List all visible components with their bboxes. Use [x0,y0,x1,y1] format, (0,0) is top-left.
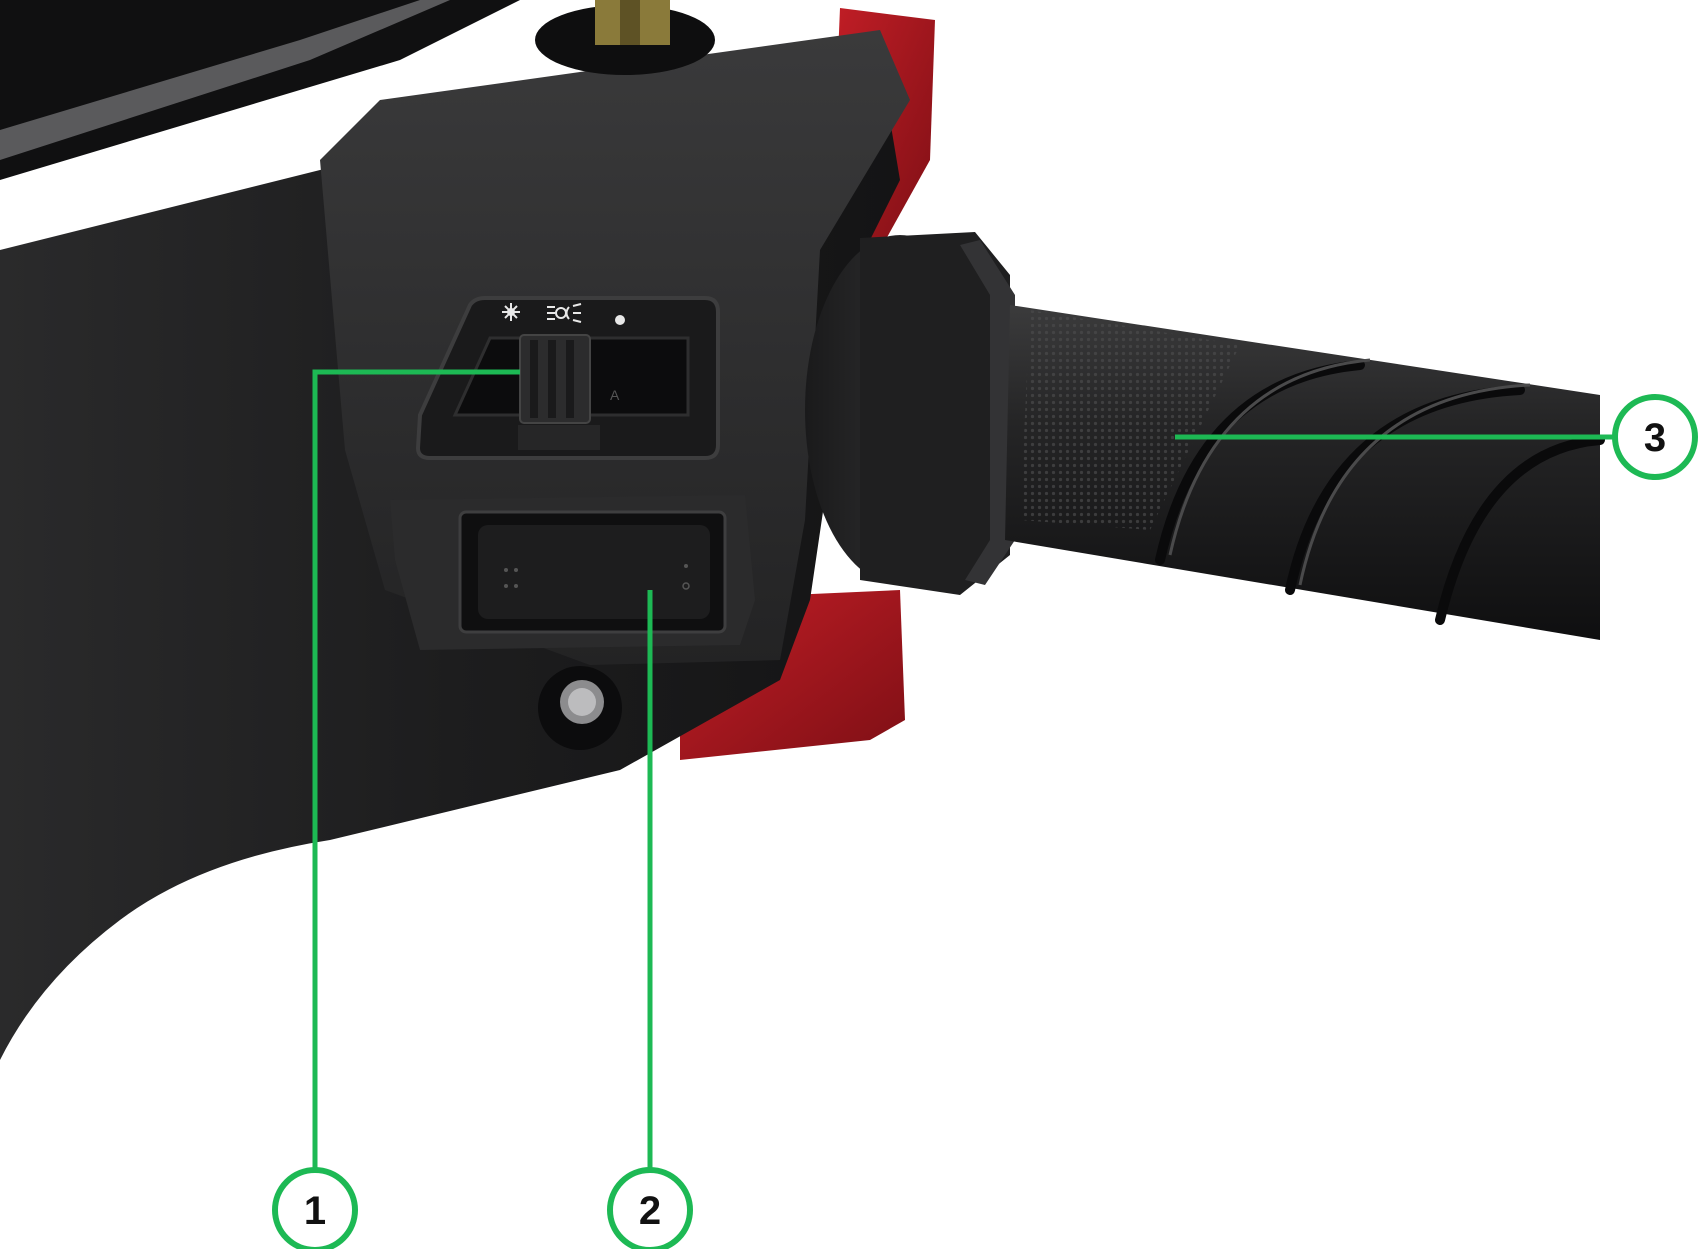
rocker-mark-4 [514,584,518,588]
light-switch[interactable]: A [415,296,720,460]
grip-dot-texture [1020,310,1240,530]
slider-ridge-3 [566,340,574,418]
dashboard-panel [0,0,520,180]
switch-letter-label: A [610,387,620,403]
callout-3: 3 [1612,394,1698,480]
callout-1-number: 1 [304,1189,326,1233]
dot-icon [615,315,625,325]
headlight-icon [547,303,582,323]
dashboard-highlight [0,0,450,160]
slider-ridge-1 [530,340,538,418]
callout-lines [312,369,1613,1170]
throttle-collar [805,232,1015,595]
callout-line-1 [312,369,520,1170]
groove-highlight-2 [1298,383,1531,586]
rocker-mark-3 [504,584,508,588]
light-switch-base [518,425,600,450]
callout-2-number: 2 [639,1189,661,1233]
handlebar-grip[interactable] [1005,305,1605,640]
slider-ridge-2 [548,340,556,418]
callout-2: 2 [607,1167,693,1249]
rocker-mark-6 [682,582,690,590]
callout-3-number: 3 [1644,416,1666,460]
key-bolt-shade [620,0,640,45]
grip-grooves [1155,360,1605,625]
rocker-mark-2 [514,568,518,572]
sun-icon [502,303,520,321]
screw [538,666,622,750]
rocker-switch[interactable] [390,495,755,650]
rocker-button[interactable] [478,525,710,619]
groove-highlight-1 [1168,358,1371,556]
callout-1: 1 [272,1167,358,1249]
rocker-mark-5 [684,564,688,568]
rocker-mark-1 [504,568,508,572]
